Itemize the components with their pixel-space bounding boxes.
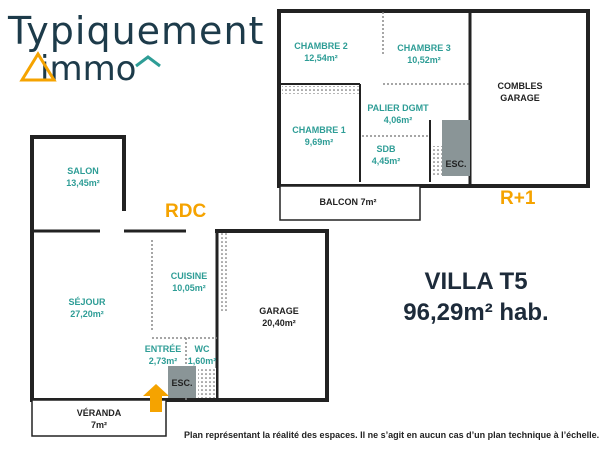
ground-floor [30, 135, 329, 437]
logo-triangle-icon [19, 51, 57, 82]
level-label-r1: R+1 [500, 188, 536, 209]
upper-floor-outline [277, 9, 590, 188]
room-name: CHAMBRE 1 [292, 125, 346, 135]
upper-floor [277, 9, 590, 221]
room-chambre1: CHAMBRE 1 9,69m² [292, 124, 346, 148]
room-name: CHAMBRE 3 [397, 43, 451, 53]
logo-text-immo: immo [40, 49, 137, 89]
cuisine-counter [219, 233, 227, 313]
room-area: 2,73m² [148, 356, 178, 366]
wc-fixture [198, 368, 216, 398]
room-area: 27,20m² [70, 309, 104, 319]
veranda-outline [31, 399, 167, 437]
room-area: 4,06m² [383, 115, 413, 125]
entrance-arrow-icon [143, 384, 169, 412]
upper-esc-label: ESC. [445, 158, 466, 170]
room-wc: WC 1,60m² [188, 343, 217, 367]
room-veranda: VÉRANDA 7m² [77, 407, 122, 431]
room-name: SDB [376, 144, 396, 154]
property-area: 96,29m² hab. [403, 299, 549, 326]
room-area: 12,54m² [304, 53, 338, 63]
room-name: WC [194, 344, 210, 354]
room-area: 13,45m² [66, 178, 100, 188]
room-area: 10,52m² [407, 55, 441, 65]
room-sdb: SDB 4,45m² [372, 143, 401, 167]
property-type: VILLA T5 [424, 268, 528, 295]
esc-name: ESC. [445, 159, 467, 169]
esc-name: ESC. [171, 378, 193, 388]
room-name: SÉJOUR [68, 297, 106, 307]
room-entree: ENTRÉE 2,73m² [145, 343, 182, 367]
logo-graphics [19, 51, 161, 82]
disclaimer-note: Plan représentant la réalité des espaces… [184, 430, 600, 440]
room-name: PALIER DGMT [367, 103, 429, 113]
room-garage: GARAGE 20,40m² [259, 305, 299, 329]
logo-roof-icon [135, 55, 161, 68]
room-area: 7m² [90, 420, 108, 430]
room-name: COMBLES [497, 81, 543, 91]
room-area: 1,60m² [187, 356, 217, 366]
room-combles: COMBLES GARAGE [498, 80, 543, 104]
logo: Typiquement immo [8, 10, 278, 90]
room-sejour: SÉJOUR 27,20m² [68, 296, 105, 320]
ground-stairs-icon [168, 366, 196, 398]
room-sub: GARAGE [500, 93, 540, 103]
room-palier: PALIER DGMT 4,06m² [367, 102, 428, 126]
logo-text-typiquement: Typiquement [8, 9, 265, 53]
room-name: VÉRANDA [76, 408, 122, 418]
room-name: ENTRÉE [144, 344, 182, 354]
balcon-label: BALCON 7m² [319, 196, 376, 208]
room-area: 4,45m² [371, 156, 401, 166]
room-name: CHAMBRE 2 [294, 41, 348, 51]
upper-stairs-icon [442, 120, 470, 176]
room-area: 20,40m² [262, 318, 296, 328]
level-label-rdc: RDC [165, 201, 207, 222]
balcon-outline [279, 185, 421, 221]
room-chambre2: CHAMBRE 2 12,54m² [294, 40, 348, 64]
closet-chambre1 [282, 86, 360, 94]
ground-esc-label: ESC. [171, 377, 192, 389]
room-area: 10,05m² [172, 283, 206, 293]
property-title: VILLA T5 96,29m² hab. [386, 267, 566, 329]
stairs-landing [430, 146, 442, 176]
room-salon: SALON 13,45m² [66, 165, 100, 189]
room-area: 9,69m² [304, 137, 334, 147]
room-chambre3: CHAMBRE 3 10,52m² [397, 42, 451, 66]
room-cuisine: CUISINE 10,05m² [171, 270, 208, 294]
room-name: CUISINE [170, 271, 208, 281]
room-name: SALON [67, 166, 99, 176]
room-name: GARAGE [259, 306, 299, 316]
balcon-name: BALCON 7m² [319, 197, 377, 207]
